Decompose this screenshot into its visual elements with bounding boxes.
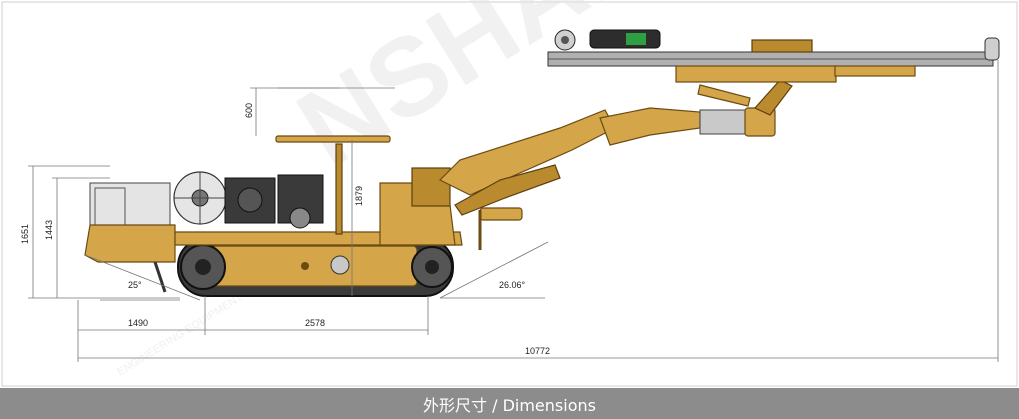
feed-beam [547,29,1000,83]
boom [438,79,793,250]
dim-canopy-raise: 600 [244,103,254,118]
dim-canopy-height: 1879 [354,186,364,206]
power-pack [89,171,324,234]
crawler-track [177,237,454,297]
dim-rear-angle: 26.06° [499,280,526,290]
canopy [275,135,391,235]
dim-body-height: 1443 [44,220,54,240]
watermark-subtext: ENGINEERING EQUIPMENT [115,291,245,378]
dimension-drawing: NSHAN ENGINEERING EQUIPMENT [1,0,1018,387]
dim-front-angle: 25° [128,280,142,290]
dimension-lines: 600 1879 1651 1443 25° 26.06° 1490 2578 … [20,60,999,362]
caption-bar: 外形尺寸 / Dimensions [0,388,1019,419]
rear-counterweight [84,224,176,263]
drawing-frame [1,1,1018,387]
drill-rig [84,29,1000,297]
dim-overall-height: 1651 [20,224,30,244]
dim-overall-length: 10772 [525,346,550,356]
dim-front-overhang: 1490 [128,318,148,328]
caption-text: 外形尺寸 / Dimensions [423,395,596,415]
dim-track-length: 2578 [305,318,325,328]
